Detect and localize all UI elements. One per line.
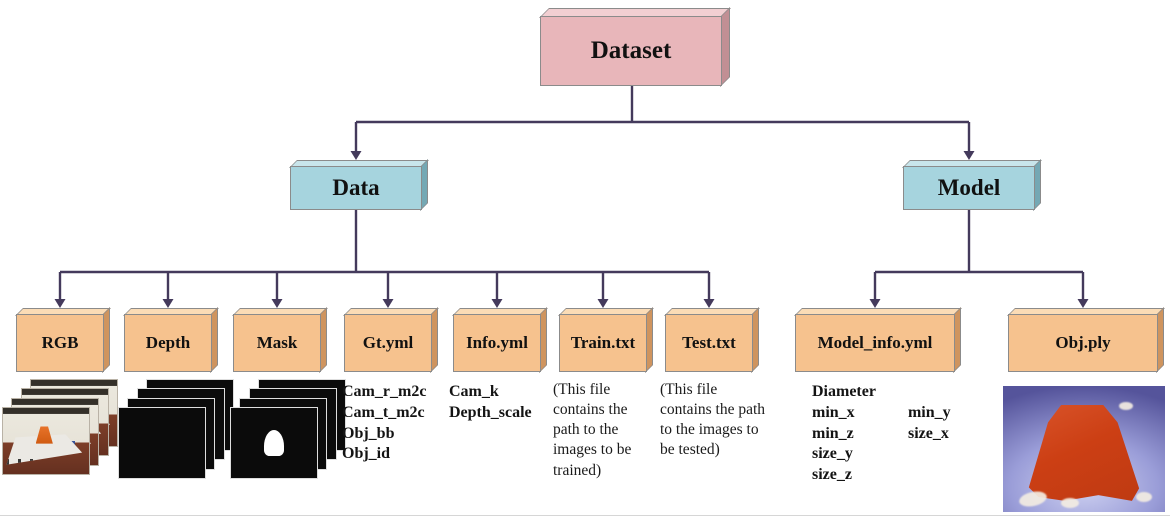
box-front-face: Obj.ply	[1008, 314, 1158, 372]
field-label: Diameter	[812, 383, 876, 400]
node-depth-label: Depth	[145, 333, 191, 352]
field-label: min_x	[812, 403, 855, 421]
model-info-fields: Diameter min_x min_z size_y size_z min_y…	[812, 382, 951, 486]
box-front-face: Data	[290, 166, 422, 210]
rgb-sample-image	[2, 407, 90, 475]
field-label: Obj_bb	[342, 424, 395, 442]
node-gt-yml: Gt.yml	[343, 307, 439, 373]
depth-sample-image	[118, 407, 206, 479]
box-front-face: Test.txt	[665, 314, 753, 372]
node-data-label: Data	[332, 175, 380, 200]
node-obj-ply-label: Obj.ply	[1055, 333, 1111, 352]
mask-sample-image	[230, 407, 318, 479]
node-model-label: Model	[937, 175, 1001, 200]
field-label: Cam_t_m2c	[342, 403, 425, 421]
node-mask: Mask	[232, 307, 328, 373]
node-mask-label: Mask	[256, 333, 298, 352]
model-info-fields-col2: min_y size_x	[908, 382, 951, 445]
gt-yml-fields: Cam_r_m2c Cam_t_m2c Obj_bb Obj_id	[342, 382, 426, 465]
field-label: Cam_k	[449, 383, 499, 400]
field-label: size_z	[812, 466, 852, 484]
node-gt-yml-label: Gt.yml	[362, 333, 414, 352]
box-front-face: Model_info.yml	[795, 314, 955, 372]
field-label: size_x	[907, 424, 949, 442]
node-model-info-yml: Model_info.yml	[794, 307, 962, 373]
box-front-face: RGB	[16, 314, 104, 372]
info-yml-fields: Cam_k Depth_scale	[449, 382, 532, 424]
box-front-face: Depth	[124, 314, 212, 372]
obj-ply-render	[1003, 386, 1165, 512]
model-highlight-patch	[1136, 491, 1153, 502]
field-label: Cam_r_m2c	[342, 383, 427, 400]
node-depth: Depth	[123, 307, 219, 373]
train-txt-note: (This file contains the path to the imag…	[553, 381, 632, 479]
model-highlight-patch	[1061, 498, 1080, 509]
object-3d-model	[1028, 404, 1140, 501]
node-dataset-label: Dataset	[590, 37, 672, 64]
mask-object-silhouette	[264, 430, 284, 457]
box-front-face: Train.txt	[559, 314, 647, 372]
box-front-face: Dataset	[540, 16, 722, 86]
node-obj-ply: Obj.ply	[1007, 307, 1165, 373]
test-txt-note: (This file contains the path to the imag…	[660, 381, 766, 459]
box-front-face: Model	[903, 166, 1035, 210]
field-label: Obj_id	[342, 445, 391, 463]
node-model: Model	[902, 159, 1042, 211]
model-highlight-patch	[1018, 488, 1049, 509]
box-front-face: Gt.yml	[344, 314, 432, 372]
mask-image-stack	[230, 379, 346, 479]
box-front-face: Info.yml	[453, 314, 541, 372]
field-label: min_y	[907, 404, 951, 421]
node-test-txt-label: Test.txt	[682, 333, 736, 352]
depth-image-stack	[118, 379, 234, 479]
node-rgb: RGB	[15, 307, 111, 373]
field-label: size_y	[812, 445, 853, 463]
node-info-yml: Info.yml	[452, 307, 548, 373]
field-label: min_z	[812, 424, 854, 442]
model-info-fields-col1: Diameter min_x min_z size_y size_z	[812, 382, 876, 486]
node-info-yml-label: Info.yml	[466, 333, 528, 352]
box-front-face: Mask	[233, 314, 321, 372]
model-highlight-patch	[1118, 402, 1133, 411]
node-test-txt: Test.txt	[664, 307, 760, 373]
node-dataset: Dataset	[539, 7, 731, 87]
node-model-info-yml-label: Model_info.yml	[817, 333, 933, 352]
node-train-txt: Train.txt	[558, 307, 654, 373]
bottom-divider	[0, 514, 1170, 516]
rgb-image-stack	[2, 379, 118, 479]
node-rgb-label: RGB	[41, 333, 79, 352]
field-label: Depth_scale	[449, 403, 532, 421]
node-data: Data	[289, 159, 429, 211]
node-train-txt-label: Train.txt	[570, 333, 636, 352]
